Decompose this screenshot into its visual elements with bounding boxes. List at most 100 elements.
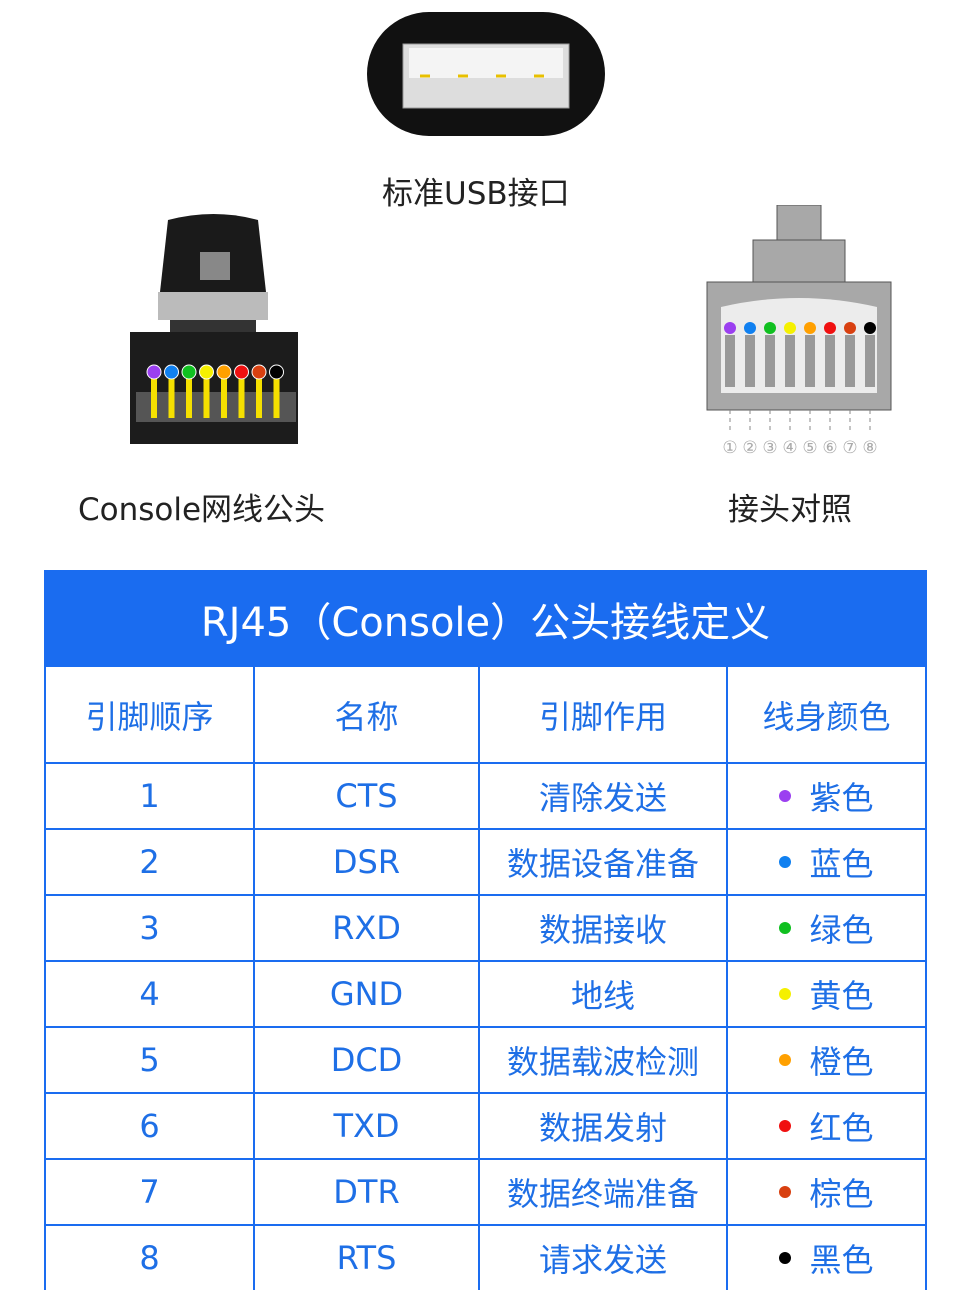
- pin-number: ⑧: [862, 438, 878, 458]
- header-pin: 引脚顺序: [85, 697, 214, 736]
- cell-pin: 3: [139, 909, 160, 947]
- cell-color: 橙色: [726, 1028, 925, 1092]
- pin-color-dot: [784, 322, 796, 334]
- color-dot-icon: [779, 1054, 792, 1066]
- pinout-caption: 接头对照: [728, 492, 852, 528]
- cell-function: 数据载波检测: [478, 1028, 726, 1092]
- pin-number: ①: [722, 438, 738, 458]
- pin-color-dot: [724, 322, 736, 334]
- pin-contact: [725, 335, 735, 387]
- pin-contact: [765, 335, 775, 387]
- table-row: 7 DTR 数据终端准备 棕色: [46, 1158, 925, 1224]
- table-row: 6 TXD 数据发射 红色: [46, 1092, 925, 1158]
- color-label: 绿色: [809, 911, 874, 949]
- color-label: 紫色: [809, 779, 874, 817]
- pin-color-dot: [824, 322, 836, 334]
- color-label: 红色: [809, 1109, 874, 1147]
- cell-pin: 7: [139, 1173, 160, 1211]
- plug-contact: [203, 378, 210, 418]
- plug-contact: [238, 378, 245, 418]
- console-plug-image: [130, 214, 298, 444]
- table-title: RJ45（Console）公头接线定义: [46, 572, 925, 665]
- header-name: 名称: [253, 667, 478, 762]
- cell-color: 紫色: [726, 764, 925, 828]
- cell-function: 数据接收: [478, 896, 726, 960]
- pinout-table: RJ45（Console）公头接线定义 引脚顺序 名称 引脚作用 线身颜色 1 …: [44, 570, 927, 1290]
- plug-contact: [168, 378, 175, 418]
- plug-wire-dot: [164, 364, 179, 380]
- color-dot-icon: [779, 922, 792, 934]
- cell-function: 请求发送: [478, 1226, 726, 1290]
- pin-color-dot: [864, 322, 876, 334]
- cell-pin: 2: [139, 843, 160, 881]
- cell-color: 黄色: [726, 962, 925, 1026]
- pin-color-dot: [744, 322, 756, 334]
- plug-wire-dot: [146, 364, 162, 380]
- table-row: 4 GND 地线 黄色: [46, 960, 925, 1026]
- cell-function: 地线: [478, 962, 726, 1026]
- cell-function: 清除发送: [478, 764, 726, 828]
- usb-port-image: [367, 12, 605, 136]
- cell-function: 数据发射: [478, 1094, 726, 1158]
- cell-function: 数据终端准备: [478, 1160, 726, 1224]
- table-row: 5 DCD 数据载波检测 橙色: [46, 1026, 925, 1092]
- cell-name: RTS: [253, 1226, 478, 1290]
- color-dot-icon: [779, 790, 792, 802]
- color-label: 蓝色: [809, 845, 874, 883]
- pin-number: ②: [742, 438, 758, 458]
- header-color: 线身颜色: [726, 667, 925, 762]
- cell-name: DSR: [253, 830, 478, 894]
- pin-contact: [745, 335, 755, 387]
- color-label: 橙色: [809, 1043, 874, 1081]
- pin-number: ⑦: [842, 438, 858, 458]
- plug-wire-dot: [199, 364, 214, 380]
- color-dot-icon: [779, 856, 792, 868]
- pin-number: ④: [782, 438, 798, 458]
- plug-contact: [151, 378, 157, 418]
- table-row: 1 CTS 清除发送 紫色: [46, 762, 925, 828]
- color-dot-icon: [779, 1252, 792, 1264]
- cell-color: 绿色: [726, 896, 925, 960]
- color-label: 棕色: [809, 1175, 874, 1213]
- usb-caption: 标准USB接口: [382, 176, 570, 212]
- cell-name: DCD: [253, 1028, 478, 1092]
- pin-color-dot: [804, 322, 816, 334]
- cell-color: 蓝色: [726, 830, 925, 894]
- pin-contact: [865, 335, 875, 387]
- table-row: 3 RXD 数据接收 绿色: [46, 894, 925, 960]
- table-header-row: 引脚顺序 名称 引脚作用 线身颜色: [46, 665, 925, 762]
- cell-pin: 1: [139, 777, 160, 815]
- plug-contact: [186, 378, 192, 418]
- cell-name: TXD: [253, 1094, 478, 1158]
- header-function: 引脚作用: [478, 667, 726, 762]
- cell-color: 红色: [726, 1094, 925, 1158]
- pin-contact: [785, 335, 795, 387]
- plug-wire-dot: [269, 364, 284, 380]
- pin-contact: [825, 335, 835, 387]
- color-dot-icon: [779, 988, 792, 1000]
- rj45-pinout-image: [706, 205, 892, 433]
- cell-pin: 5: [139, 1041, 160, 1079]
- pin-color-dot: [764, 322, 776, 334]
- plug-wire-dot: [234, 364, 249, 380]
- cell-pin: 6: [139, 1107, 160, 1145]
- color-label: 黑色: [809, 1241, 874, 1279]
- cell-name: RXD: [253, 896, 478, 960]
- pin-color-dot: [844, 322, 856, 334]
- cell-name: GND: [253, 962, 478, 1026]
- cell-pin: 8: [139, 1239, 160, 1277]
- console-caption: Console网线公头: [78, 492, 326, 528]
- cell-name: CTS: [253, 764, 478, 828]
- plug-contact: [256, 378, 262, 418]
- cell-name: DTR: [253, 1160, 478, 1224]
- plug-wire-dot: [251, 364, 267, 380]
- plug-wire-dot: [181, 364, 197, 380]
- table-row: 2 DSR 数据设备准备 蓝色: [46, 828, 925, 894]
- color-dot-icon: [779, 1120, 792, 1132]
- pin-contact: [845, 335, 855, 387]
- pin-number: ⑥: [822, 438, 838, 458]
- color-dot-icon: [779, 1186, 792, 1198]
- plug-contact: [273, 378, 280, 418]
- table-row: 8 RTS 请求发送 黑色: [46, 1224, 925, 1290]
